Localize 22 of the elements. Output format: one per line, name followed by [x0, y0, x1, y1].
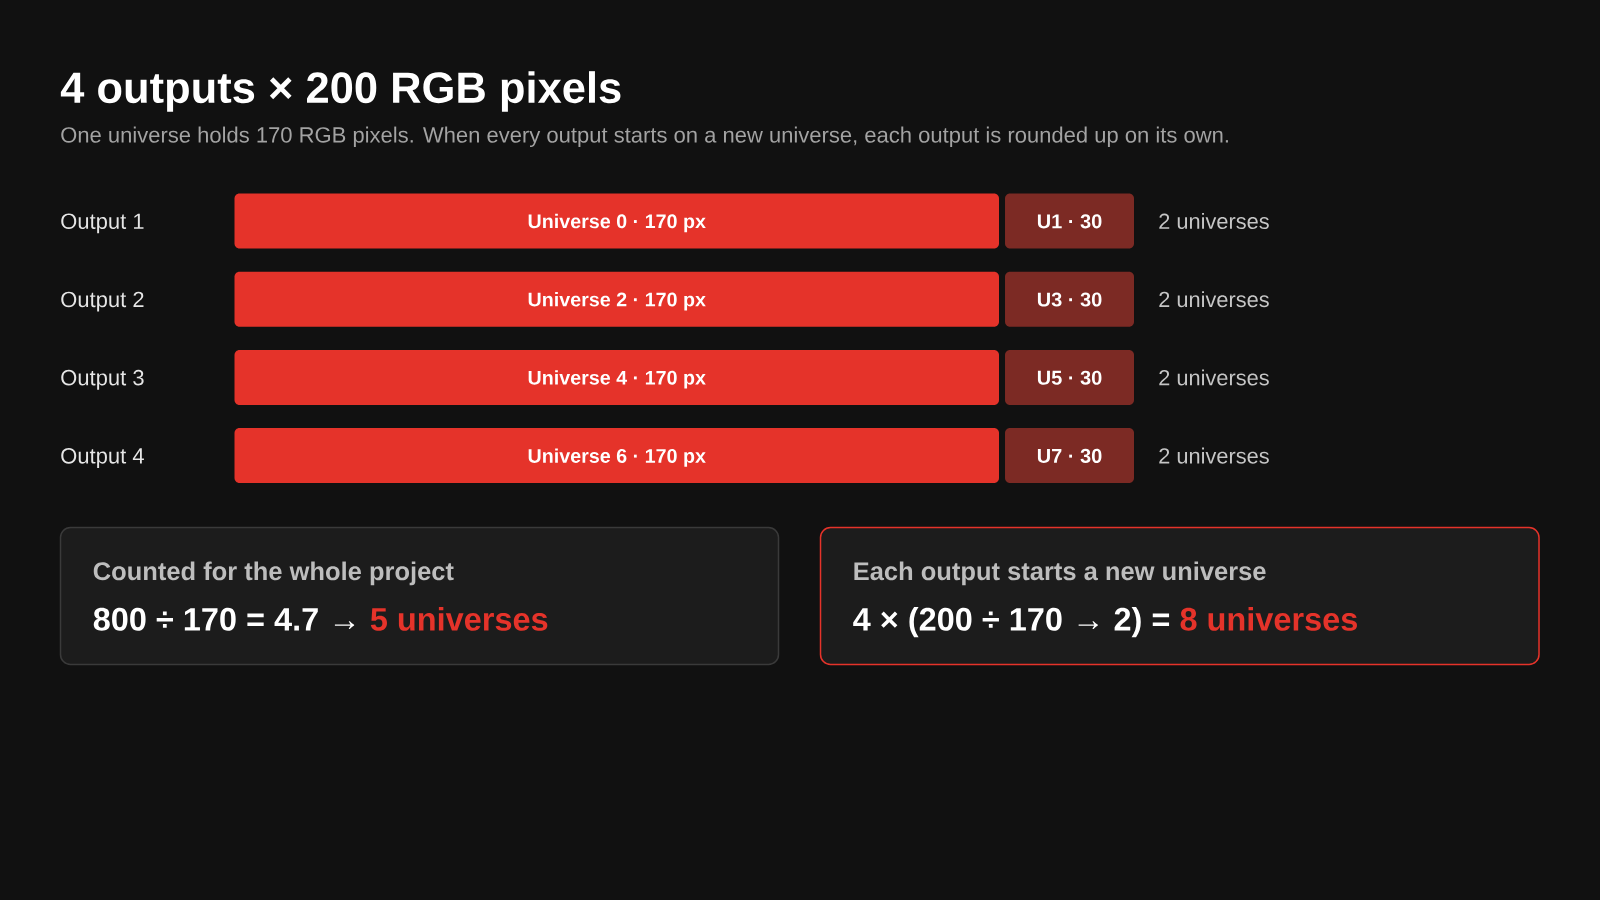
universe-bar: Universe 0 · 170 px — [234, 193, 999, 249]
row-label: Output 3 — [61, 369, 144, 390]
partial-bar: U3 · 30 — [1005, 271, 1134, 327]
subtitle: One universe holds 170 RGB pixels. When every output starts on a new universe, each output is rounded up on its own. — [61, 126, 1228, 148]
count-label: 2 universes — [1159, 369, 1269, 386]
card-heading: Counted for the whole project — [93, 561, 454, 586]
formula: 800 ÷ 170 = 4.7 → 5 universes — [93, 606, 548, 631]
universe-bar: Universe 2 · 170 px — [234, 271, 999, 327]
row-label: Output 4 — [61, 448, 144, 468]
partial-bar: U5 · 30 — [1005, 349, 1134, 405]
count-label: 2 universes — [1159, 213, 1269, 229]
partial-bar: U1 · 30 — [1005, 193, 1134, 249]
universe-bar: Universe 6 · 170 px — [234, 428, 999, 484]
count-label: 2 universes — [1159, 291, 1269, 308]
row-label: Output 2 — [61, 291, 144, 312]
partial-bar: U7 · 30 — [1005, 428, 1134, 484]
formula: 4 × (200 ÷ 170 → 2) = 8 universes — [853, 606, 1357, 638]
card-heading: Each output starts a new universe — [854, 561, 1266, 586]
row-label: Output 1 — [61, 213, 144, 234]
universe-bar: Universe 4 · 170 px — [234, 349, 999, 405]
count-label: 2 universes — [1159, 447, 1269, 464]
title: 4 outputs × 200 RGB pixels — [60, 71, 621, 112]
